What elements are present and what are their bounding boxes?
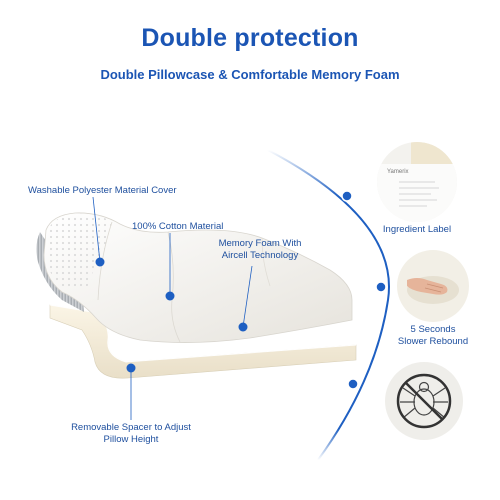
rebound-thumbnail	[397, 250, 469, 322]
ingredient-label-brand: Yamerix	[387, 169, 409, 175]
dust-mite-icon	[400, 381, 448, 419]
callout-dot-cotton	[165, 291, 175, 301]
subheadline: Double Pillowcase & Comfortable Memory F…	[100, 67, 400, 82]
no-mites-thumbnail	[385, 362, 463, 440]
rebound-caption: 5 Seconds Slower Rebound	[385, 324, 481, 348]
pillow-body	[43, 212, 353, 343]
callout-dot-spacer	[126, 363, 136, 373]
callout-dot-cover	[95, 257, 105, 267]
arc-dot-2	[375, 281, 387, 293]
callout-dot-foam	[238, 322, 248, 332]
callout-foam-line2: Aircell Technology	[221, 250, 299, 261]
arc-dot-3	[347, 378, 359, 390]
divider-arc	[267, 149, 390, 461]
rebound-caption-line1: 5 Seconds	[410, 324, 456, 335]
ingredient-label-thumbnail: Yamerix	[377, 142, 457, 222]
callout-cover-label: Washable Polyester Material Cover	[28, 185, 177, 196]
hand-icon	[407, 278, 448, 295]
callout-spacer-label: Removable Spacer to Adjust Pillow Height	[56, 422, 206, 446]
callout-spacer-line1: Removable Spacer to Adjust	[71, 422, 191, 433]
callout-cotton-label: 100% Cotton Material	[132, 221, 224, 232]
headline: Double protection	[141, 24, 359, 52]
callout-foam-label: Memory Foam With Aircell Technology	[205, 238, 315, 262]
callout-spacer-line2: Pillow Height	[103, 434, 159, 445]
rebound-caption-line2: Slower Rebound	[397, 336, 469, 347]
arc-dot-1	[341, 190, 353, 202]
callout-foam-line1: Memory Foam With	[218, 238, 302, 249]
prohibited-icon	[396, 373, 452, 429]
ingredient-label-caption: Ingredient Label	[382, 224, 452, 235]
